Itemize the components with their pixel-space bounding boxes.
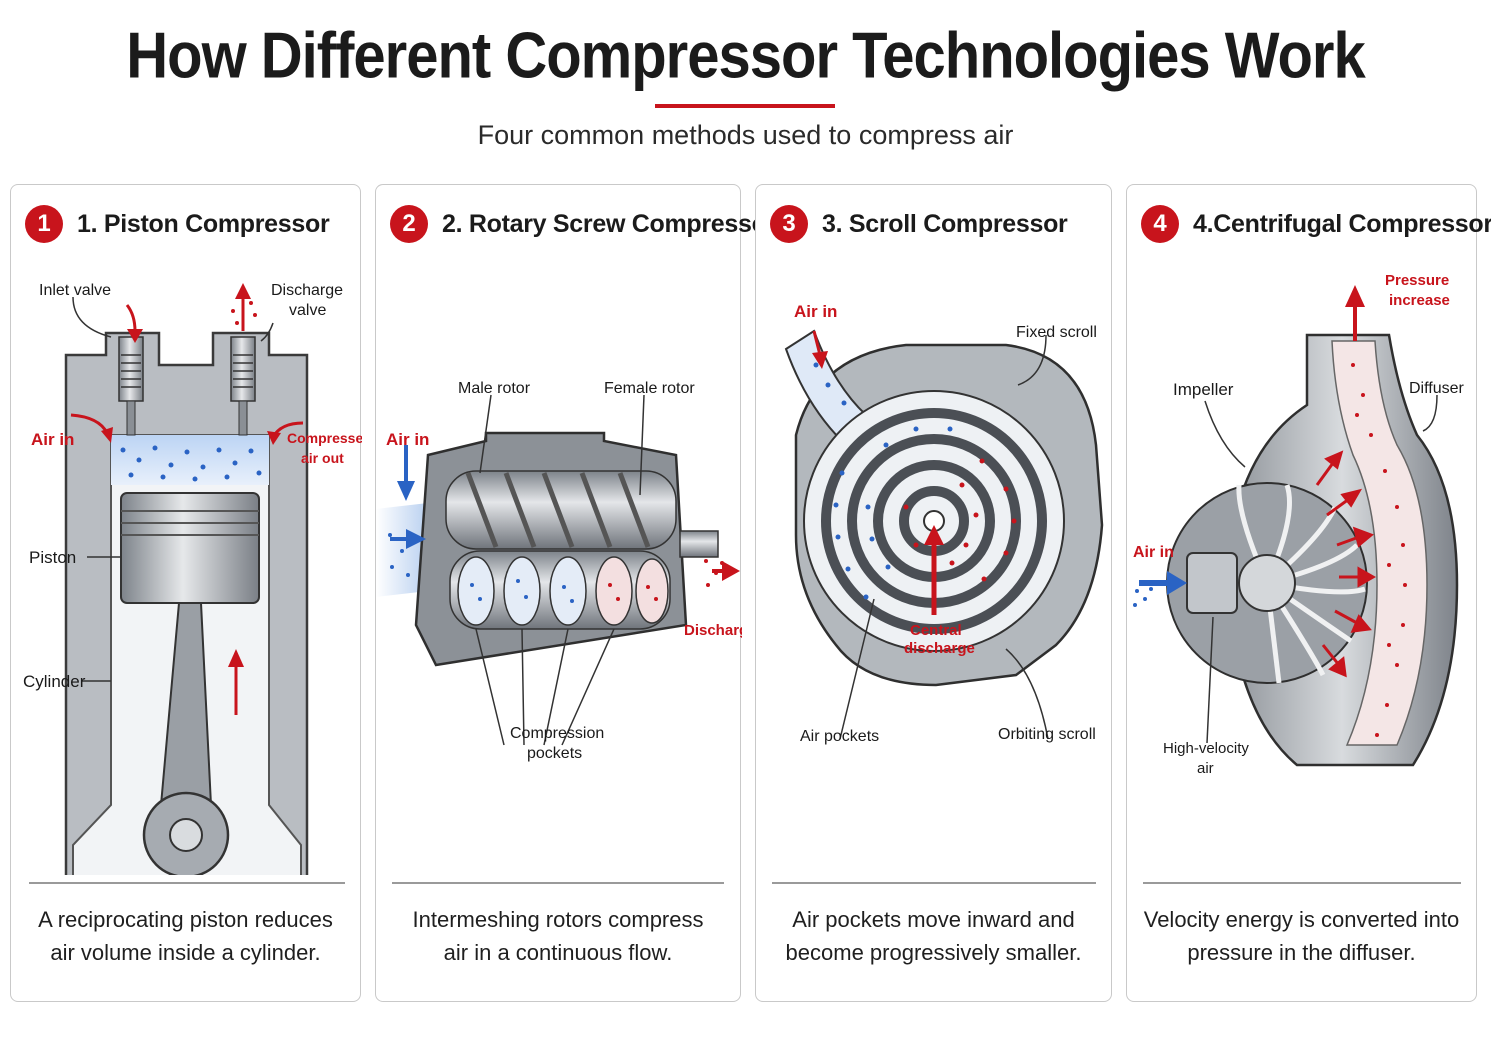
label-inlet-valve: Inlet valve [39,282,111,299]
description-line: A reciprocating piston reduces [38,907,333,932]
label-compressed-line1: Compressed [287,430,362,446]
panel-scroll: 3 3. Scroll Compressor [755,184,1112,1002]
scroll-compressor-illustration: Air in Fixed scroll Central discharge Ai… [784,302,1104,745]
compression-chamber [111,435,269,485]
label-piston: Piston [29,548,76,567]
male-rotor [445,470,677,550]
label-air-in: Air in [386,430,429,449]
description-line: Intermeshing rotors compress [412,907,704,932]
panel-description: Intermeshing rotors compress air in a co… [376,903,740,969]
rotary-screw-illustration: Male rotor Female rotor Air in Discharge… [376,380,742,762]
description-line: air volume inside a cylinder. [50,940,321,965]
label-air-in: Air in [1133,544,1174,561]
diffuser-channel [1331,340,1428,746]
inlet-valve [118,336,144,436]
label-air-in: Air in [794,302,837,321]
pocket-dots-red [608,583,658,601]
label-central-discharge-line1: Central [910,622,962,639]
panel-centrifugal: 4 4.Centrifugal Compressor [1126,184,1491,1002]
centrifugal-compressor-illustration: Pressure increase Impeller Diffuser Air … [1133,272,1465,777]
discharge-valve [230,336,256,436]
label-male-rotor: Male rotor [458,380,531,397]
label-fixed-scroll: Fixed scroll [1016,324,1097,341]
label-discharge-valve-line1: Discharge [271,282,343,299]
impeller-hub [1238,554,1296,612]
description-line: become progressively smaller. [785,940,1082,965]
panel-header: 3 3. Scroll Compressor [770,205,1068,243]
label-diffuser: Diffuser [1409,380,1465,397]
label-discharge-valve-line2: valve [289,302,326,319]
label-compression-pockets-line1: Compression [510,725,604,742]
air-pocket-dots-blue [813,362,953,600]
label-pressure-increase-line2: increase [1389,292,1450,309]
panel-title: 2. Rotary Screw Compressor [442,209,776,238]
description-line: Air pockets move inward and [792,907,1075,932]
piston [120,492,260,604]
inlet-eye [1186,552,1238,614]
panel-divider [1143,882,1461,884]
label-pressure-increase-line1: Pressure [1385,272,1449,289]
panel-divider [772,882,1096,884]
panel-divider [392,882,724,884]
panel-header: 2 2. Rotary Screw Compressor [390,205,776,243]
inlet-arrow [125,304,137,332]
discharge-dots [231,301,257,325]
inlet-air-dots [1133,587,1153,607]
panel-divider [29,882,345,884]
step-number-badge: 2 [390,205,428,243]
panel-rotary-screw: 2 2. Rotary Screw Compressor [375,184,776,1002]
panel-title: 4.Centrifugal Compressor [1193,209,1491,238]
title-underline [655,104,835,108]
page-subtitle: Four common methods used to compress air [477,120,1014,150]
label-compression-pockets-line2: pockets [527,745,582,762]
panel-header: 4 4.Centrifugal Compressor [1141,205,1491,243]
outflow-arrows [1315,450,1377,678]
pressurized-air-dots [1351,363,1407,737]
description-line: Velocity energy is converted into [1143,907,1460,932]
piston-compressor-illustration: Inlet valve Discharge valve Air in Compr… [23,282,362,875]
label-compressed-line2: air out [301,450,344,466]
panel-header: 1 1. Piston Compressor [25,205,330,243]
panel-piston: 1 1. Piston Compressor [10,184,362,1002]
label-orbiting-scroll: Orbiting scroll [998,726,1096,743]
compressed-air-dots [120,445,262,482]
label-cylinder: Cylinder [23,672,86,691]
label-high-velocity-line1: High-velocity [1163,740,1249,757]
step-number-badge: 3 [770,205,808,243]
panel-description: A reciprocating piston reduces air volum… [11,903,360,969]
label-air-in: Air in [31,430,74,449]
label-female-rotor: Female rotor [604,380,695,397]
compression-pocket-lobes [457,556,669,626]
panel-description: Velocity energy is converted into pressu… [1127,903,1476,969]
description-line: pressure in the diffuser. [1187,940,1416,965]
panel-title: 1. Piston Compressor [77,209,330,238]
panel-title: 3. Scroll Compressor [822,209,1068,238]
page-title: How Different Compressor Technologies Wo… [126,19,1365,92]
panel-description: Air pockets move inward and become progr… [756,903,1111,969]
label-central-discharge-line2: discharge [904,640,975,657]
label-high-velocity-line2: air [1197,760,1214,777]
step-number-badge: 1 [25,205,63,243]
label-impeller: Impeller [1173,380,1234,399]
air-in-arrow [812,330,822,356]
label-air-pockets: Air pockets [800,728,879,745]
step-number-badge: 4 [1141,205,1179,243]
label-discharge: Discharge [684,622,742,639]
description-line: air in a continuous flow. [443,940,673,965]
pocket-dots-blue [470,579,574,603]
air-pocket-dots-red [903,458,1017,582]
output-shaft [679,530,719,558]
